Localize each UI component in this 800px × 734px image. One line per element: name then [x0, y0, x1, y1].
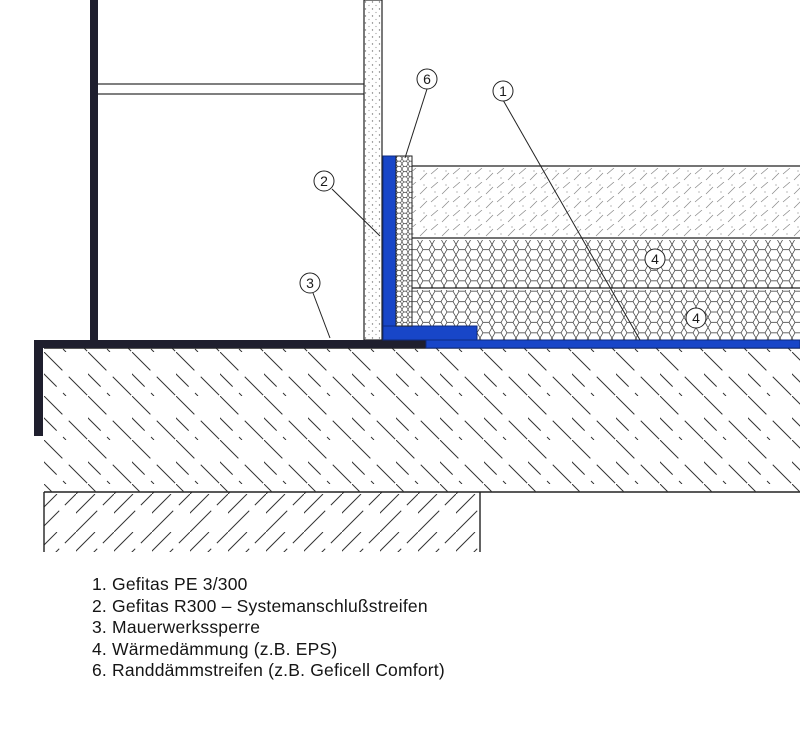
callout-4-lower: 4: [685, 307, 707, 329]
edge-insulation-strip: [395, 155, 413, 327]
callout-4-upper: 4: [644, 248, 666, 270]
concrete-slab: [44, 347, 800, 492]
legend-item-3: 3. Mauerwerkssperre: [92, 617, 261, 637]
foundation-block: [43, 491, 800, 552]
svg-text:1: 1: [499, 83, 507, 99]
thermal-insulation: [412, 240, 800, 340]
leader-lines: [312, 88, 641, 341]
legend-list: 1. Gefitas PE 3/300 2. Gefitas R300 – Sy…: [92, 574, 445, 682]
callout-3: 3: [299, 272, 321, 294]
callout-6: 6: [416, 68, 438, 90]
screed-layer: [412, 165, 800, 239]
legend-item-4: 4. Wärmedämmung (z.B. EPS): [92, 638, 338, 659]
legend-item-6: 6. Randdämmstreifen (z.B. Geficell Comfo…: [92, 660, 445, 680]
wall: [90, 0, 383, 341]
svg-text:3: 3: [306, 275, 314, 291]
svg-text:4: 4: [692, 310, 700, 326]
legend-item-2: 2. Gefitas R300 – Systemanschlußstreifen: [92, 595, 428, 616]
svg-text:4: 4: [651, 251, 659, 267]
svg-text:2: 2: [320, 173, 328, 189]
callout-2: 2: [313, 170, 335, 192]
callout-1: 1: [492, 80, 514, 102]
masonry-barrier: [34, 340, 426, 436]
construction-detail-drawing: 6 1 2 3 4 4: [34, 0, 800, 552]
legend-item-1: 1. Gefitas PE 3/300: [92, 574, 248, 594]
svg-text:6: 6: [423, 71, 431, 87]
